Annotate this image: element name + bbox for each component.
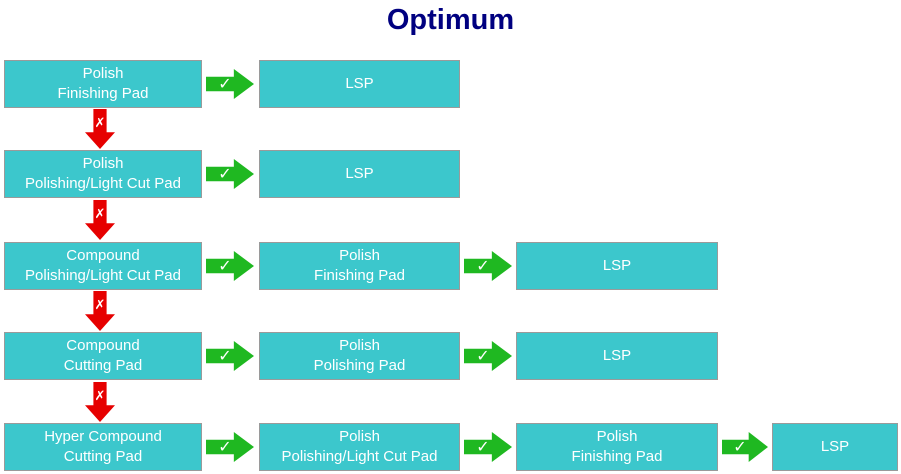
success-arrow-icon: ✓ [206, 251, 254, 281]
check-icon: ✓ [218, 258, 232, 275]
check-icon: ✓ [476, 439, 490, 456]
box-polish-polishing-pad-r4: Polish Polishing Pad [259, 332, 460, 380]
box-lsp-r1: LSP [259, 60, 460, 108]
check-icon: ✓ [476, 258, 490, 275]
success-arrow-icon: ✓ [206, 159, 254, 189]
box-polish-finishing-pad-r1: Polish Finishing Pad [4, 60, 202, 108]
cross-icon: ✗ [94, 297, 106, 312]
check-icon: ✓ [218, 348, 232, 365]
box-polish-polishing-light-cut-pad-r2: Polish Polishing/Light Cut Pad [4, 150, 202, 198]
box-lsp-r5: LSP [772, 423, 898, 471]
success-arrow-icon: ✓ [206, 341, 254, 371]
box-compound-polishing-light-cut-pad-r3: Compound Polishing/Light Cut Pad [4, 242, 202, 290]
box-lsp-r2: LSP [259, 150, 460, 198]
success-arrow-icon: ✓ [464, 251, 512, 281]
fail-arrow-icon: ✗ [85, 109, 115, 149]
check-icon: ✓ [218, 166, 232, 183]
box-hyper-compound-cutting-pad-r5: Hyper Compound Cutting Pad [4, 423, 202, 471]
success-arrow-icon: ✓ [464, 432, 512, 462]
check-icon: ✓ [218, 76, 232, 93]
fail-arrow-icon: ✗ [85, 200, 115, 240]
box-polish-finishing-pad-r3: Polish Finishing Pad [259, 242, 460, 290]
cross-icon: ✗ [94, 206, 106, 221]
cross-icon: ✗ [94, 388, 106, 403]
box-lsp-r3: LSP [516, 242, 718, 290]
page-title: Optimum [386, 4, 515, 36]
box-compound-cutting-pad-r4: Compound Cutting Pad [4, 332, 202, 380]
box-polish-finishing-pad-r5: Polish Finishing Pad [516, 423, 718, 471]
box-polish-polishing-light-cut-pad-r5: Polish Polishing/Light Cut Pad [259, 423, 460, 471]
success-arrow-icon: ✓ [206, 69, 254, 99]
success-arrow-icon: ✓ [206, 432, 254, 462]
fail-arrow-icon: ✗ [85, 291, 115, 331]
success-arrow-icon: ✓ [722, 432, 768, 462]
check-icon: ✓ [733, 439, 747, 456]
fail-arrow-icon: ✗ [85, 382, 115, 422]
box-lsp-r4: LSP [516, 332, 718, 380]
cross-icon: ✗ [94, 115, 106, 130]
check-icon: ✓ [218, 439, 232, 456]
success-arrow-icon: ✓ [464, 341, 512, 371]
check-icon: ✓ [476, 348, 490, 365]
